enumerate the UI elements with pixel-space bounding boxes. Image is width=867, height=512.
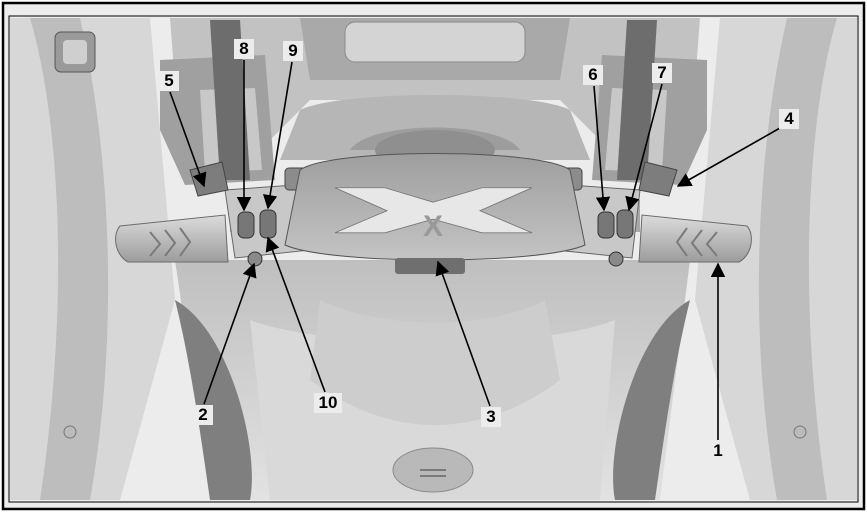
callout-2-label: 2 bbox=[198, 405, 207, 424]
left-button-9 bbox=[260, 210, 276, 238]
hub-bracket bbox=[395, 258, 465, 274]
callout-3: 3 bbox=[481, 407, 501, 427]
callout-6-label: 6 bbox=[588, 65, 597, 84]
callout-7: 7 bbox=[652, 63, 672, 83]
callout-4: 4 bbox=[779, 109, 799, 129]
callout-6: 6 bbox=[583, 65, 603, 85]
left-button-8 bbox=[238, 212, 254, 238]
callout-9-label: 9 bbox=[288, 41, 297, 60]
callout-3-label: 3 bbox=[486, 407, 495, 426]
x-logo-letter: X bbox=[423, 210, 443, 243]
callout-7-label: 7 bbox=[657, 63, 666, 82]
callout-8: 8 bbox=[234, 39, 254, 59]
callout-10: 10 bbox=[314, 393, 342, 413]
left-lower-button bbox=[248, 252, 262, 266]
callout-1: 1 bbox=[708, 441, 728, 461]
callout-2: 2 bbox=[193, 405, 213, 425]
right-button-7 bbox=[617, 210, 633, 238]
callout-5: 5 bbox=[159, 71, 179, 91]
callout-5-label: 5 bbox=[164, 71, 173, 90]
right-button-6 bbox=[598, 212, 614, 238]
callout-1-label: 1 bbox=[713, 441, 722, 460]
callout-9: 9 bbox=[283, 41, 303, 61]
gauge-cluster bbox=[345, 22, 525, 62]
callout-8-label: 8 bbox=[239, 39, 248, 58]
callout-4-label: 4 bbox=[784, 109, 794, 128]
callout-10-label: 10 bbox=[319, 393, 338, 412]
